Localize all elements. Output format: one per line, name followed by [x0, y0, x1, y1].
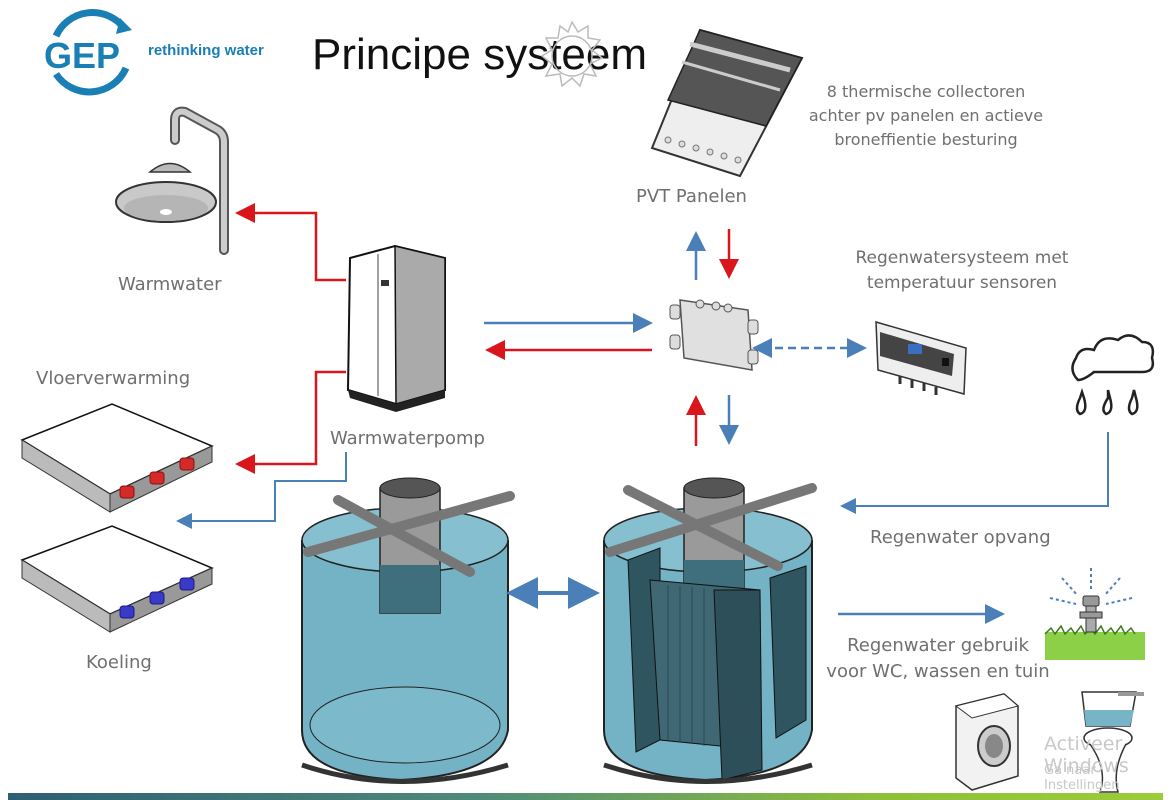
rain-cloud-icon	[1071, 334, 1155, 416]
pvt-note-line: achter pv panelen en actieve	[808, 106, 1044, 125]
windows-activation-link[interactable]: Ga naar Instellingen	[1044, 763, 1120, 793]
floor-heating-panel-icon	[20, 403, 214, 513]
label-heat-pump: Warmwaterpomp	[330, 428, 485, 449]
gep-logo: GEP	[44, 9, 132, 96]
water-tank-icon	[301, 477, 515, 784]
sensor-system-line: Regenwatersysteem met	[855, 248, 1069, 268]
heat-exchanger-tank-icon	[603, 477, 817, 784]
label-sensor-system: Regenwatersysteem met temperatuur sensor…	[842, 246, 1082, 296]
sprinkler-icon	[1044, 568, 1145, 660]
logo-arc-bottom	[53, 66, 130, 96]
logo-arc-top	[52, 9, 127, 38]
label-floor-heating: Vloerverwarming	[36, 368, 191, 389]
pvt-note-line: broneffientie besturing	[834, 130, 1018, 149]
solar-panel-icon	[650, 28, 804, 178]
flow-rain-to-exchanger	[840, 432, 1109, 514]
label-warm-water: Warmwater	[118, 274, 222, 295]
flow-heatpump-to-cooling	[176, 452, 347, 529]
windows-activation-watermark: Activeer Windows	[1044, 733, 1129, 777]
toilet-icon	[1081, 691, 1144, 793]
logo-tagline: rethinking water	[148, 42, 264, 59]
shower-head-icon	[115, 106, 229, 255]
logo-brand: GEP	[44, 35, 120, 76]
flow-heatpump-to-floorheating	[235, 370, 346, 474]
sun-icon	[540, 20, 604, 88]
rain-usage-line: voor WC, wassen en tuin	[826, 661, 1050, 682]
label-pvt-panels: PVT Panelen	[636, 186, 747, 207]
label-pvt-note: 8 thermische collectoren achter pv panel…	[806, 80, 1046, 152]
sensor-system-line: temperatuur sensoren	[866, 273, 1058, 293]
washing-machine-icon	[954, 693, 1020, 791]
label-cooling: Koeling	[86, 652, 152, 673]
controller-unit-icon	[875, 320, 967, 395]
label-rain-collection: Regenwater opvang	[870, 527, 1051, 548]
label-rain-usage: Regenwater gebruik voor WC, wassen en tu…	[826, 633, 1050, 685]
distribution-box-icon	[669, 299, 759, 371]
rain-usage-line: Regenwater gebruik	[847, 635, 1029, 656]
footer-gradient-bar	[8, 793, 1163, 800]
pvt-note-line: 8 thermische collectoren	[826, 82, 1026, 101]
flow-heatpump-to-shower	[235, 203, 346, 282]
cooling-panel-icon	[20, 525, 214, 633]
heat-pump-icon	[346, 244, 446, 412]
